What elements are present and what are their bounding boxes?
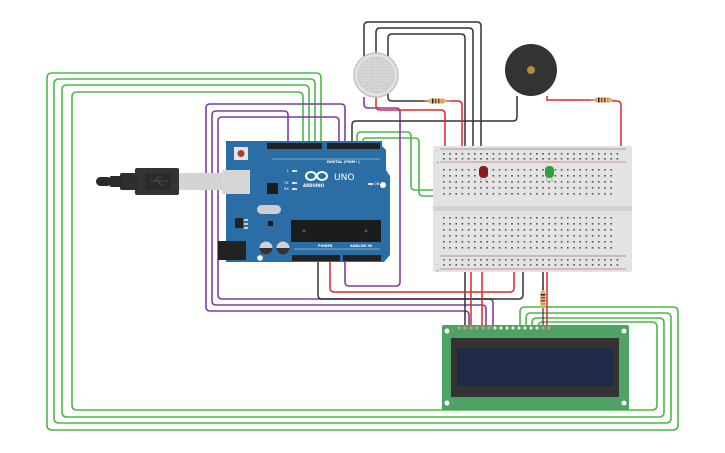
lcd-pin[interactable]: [529, 326, 533, 330]
lcd-pin[interactable]: [535, 326, 539, 330]
wire-red-sensor-res[interactable]: [446, 100, 463, 152]
digital-header-label: DIGITAL (PWM~): [327, 160, 360, 164]
wire-red-sensor[interactable]: [375, 93, 446, 152]
usb-icon: [150, 176, 168, 186]
wire-green-1[interactable]: [46, 72, 679, 431]
wire-black-buzzer[interactable]: [351, 96, 518, 143]
rail-minus-label: -: [436, 262, 438, 267]
gas-sensor-resistor[interactable]: [424, 98, 450, 104]
wire-purple-sensor[interactable]: [344, 97, 401, 287]
buzzer-resistor[interactable]: [590, 97, 616, 103]
rail-plus-label: +: [436, 268, 439, 273]
rail-minus-label: -: [436, 148, 438, 153]
breadboard-holes: [443, 153, 619, 266]
lcd-pin[interactable]: [475, 326, 479, 330]
breadboard[interactable]: - + - +: [433, 146, 632, 273]
arduino-model-label: UNO: [334, 173, 354, 183]
wire-black-sensor-3[interactable]: [387, 33, 466, 152]
lcd-pin[interactable]: [469, 326, 473, 330]
wire-black-sensor-out[interactable]: [387, 93, 428, 102]
analog-header-label: ANALOG IN: [350, 244, 372, 248]
l-led-label: L: [287, 169, 289, 173]
lcd-pin[interactable]: [541, 326, 545, 330]
wire-purple-1[interactable]: [205, 103, 470, 328]
power-jack: [218, 241, 246, 260]
lcd-pin[interactable]: [481, 326, 485, 330]
atmega-chip: [291, 220, 381, 242]
usb-port: [222, 170, 250, 194]
crystal: [257, 205, 281, 214]
lcd-pin[interactable]: [487, 326, 491, 330]
digital-header-low: [327, 143, 380, 149]
digital-header-high: [267, 143, 322, 149]
green-led[interactable]: [545, 166, 554, 182]
lcd-16x2[interactable]: [442, 325, 629, 410]
wire-red-buzzer[interactable]: [546, 96, 594, 101]
power-header-label: POWER: [318, 244, 333, 248]
power-header: [292, 255, 340, 261]
lcd-pin[interactable]: [523, 326, 527, 330]
wire-red-buzzer-res[interactable]: [612, 100, 622, 150]
wire-green-led-red[interactable]: [356, 131, 490, 191]
gas-sensor[interactable]: [353, 52, 399, 98]
piezo-buzzer[interactable]: [505, 44, 557, 96]
lcd-pin[interactable]: [517, 326, 521, 330]
wire-red-5v[interactable]: [329, 262, 515, 293]
arduino-uno-board[interactable]: L TX RX ON ARDUINO UNO DIGITAL (PWM~) PO…: [218, 141, 390, 262]
led-signal-wires[interactable]: [356, 131, 552, 197]
lcd-pin[interactable]: [457, 326, 461, 330]
rx-label: RX: [284, 187, 289, 191]
tx-label: TX: [283, 181, 289, 185]
wire-green-4[interactable]: [71, 91, 658, 411]
wire-black-sensor-1[interactable]: [363, 21, 482, 152]
wire-purple-2[interactable]: [211, 110, 487, 328]
mount-hole: [380, 182, 386, 188]
usb-cable[interactable]: [96, 168, 230, 195]
rail-plus-label: +: [436, 160, 439, 165]
lcd-pin[interactable]: [463, 326, 467, 330]
lcd-pin[interactable]: [547, 326, 551, 330]
arduino-logo-icon: [305, 171, 328, 181]
lcd-pin[interactable]: [505, 326, 509, 330]
analog-header: [343, 255, 381, 261]
wire-green-3[interactable]: [61, 84, 665, 418]
wire-green-2[interactable]: [53, 78, 672, 424]
wire-black-sensor-2[interactable]: [375, 27, 474, 152]
lcd-screen: [457, 348, 613, 386]
lcd-pin[interactable]: [493, 326, 497, 330]
lcd-pin[interactable]: [511, 326, 515, 330]
wire-black-gnd[interactable]: [317, 262, 524, 300]
lcd-pin[interactable]: [499, 326, 503, 330]
wire-green-led-green[interactable]: [362, 137, 552, 197]
red-led[interactable]: [479, 166, 488, 182]
lcd-contrast-resistor[interactable]: [540, 286, 546, 330]
arduino-brand-label: ARDUINO: [303, 183, 325, 188]
mount-hole: [257, 255, 263, 261]
on-led-label: ON: [374, 182, 380, 186]
lcd-pins: [457, 326, 551, 330]
lcd-data-wires[interactable]: [46, 72, 679, 431]
